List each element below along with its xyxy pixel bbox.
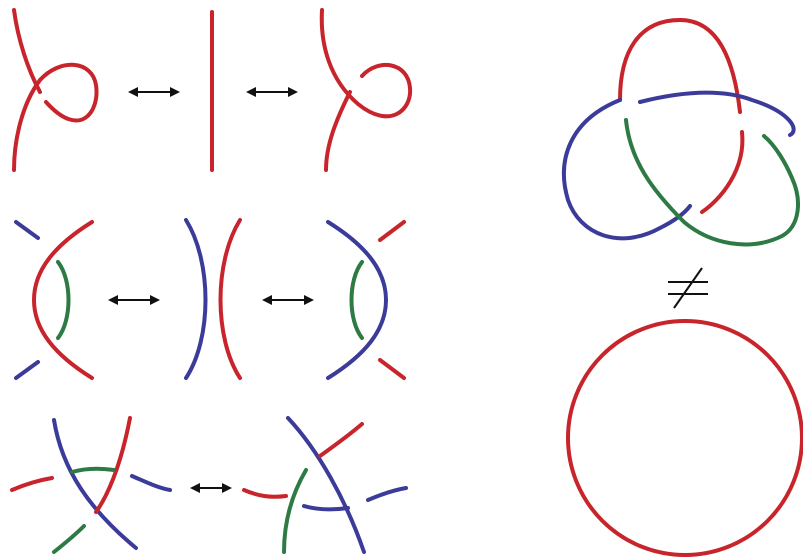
arrow-move-3 bbox=[190, 483, 232, 493]
strand-lower bbox=[324, 90, 352, 172]
strand-blue-right bbox=[366, 486, 408, 502]
trefoil-green-right-lobe bbox=[624, 118, 800, 247]
trefoil-blue-left-lobe bbox=[562, 98, 692, 241]
strand-loop bbox=[319, 8, 413, 119]
strand-loop bbox=[12, 62, 99, 172]
strand-red-upper bbox=[94, 416, 132, 514]
strand-red-upper bbox=[318, 422, 364, 458]
not-equal-sign bbox=[668, 267, 708, 309]
strand-green-lower bbox=[282, 468, 308, 554]
strand-green-arc bbox=[349, 260, 364, 340]
strand-blue-arc bbox=[326, 220, 388, 380]
trefoil-red-right-descent bbox=[700, 130, 745, 214]
strand-blue-top bbox=[14, 220, 40, 240]
reidemeister-3-left bbox=[10, 416, 172, 554]
strand-blue bbox=[184, 218, 208, 380]
strand-red-left bbox=[242, 488, 288, 499]
strand-upper bbox=[12, 8, 42, 94]
unknot-red-circle bbox=[566, 319, 803, 557]
trefoil-red-top-lobe bbox=[618, 18, 742, 114]
strand-green-middle bbox=[70, 466, 116, 474]
strand-red-bottom bbox=[378, 358, 406, 380]
strand-green-arc bbox=[56, 260, 71, 340]
arrow-move-2-left bbox=[108, 295, 160, 305]
strand-red-arc bbox=[32, 220, 94, 380]
trefoil-blue-top-arc bbox=[638, 90, 796, 137]
reidemeister-1-left-twist bbox=[12, 8, 99, 172]
strand-blue-bottom bbox=[14, 360, 40, 380]
strand-blue-middle bbox=[302, 504, 350, 512]
arrow-move-1-left bbox=[128, 87, 180, 97]
reidemeister-2-left-crossing bbox=[14, 220, 94, 380]
reidemeister-2-right-crossing bbox=[326, 220, 406, 380]
strand-red-left bbox=[10, 476, 54, 492]
reidemeister-2-separated-strands bbox=[184, 218, 242, 380]
strand-red bbox=[218, 218, 242, 380]
strand-blue-right bbox=[130, 474, 172, 492]
arrow-move-1-right bbox=[246, 87, 298, 97]
reidemeister-3-right bbox=[242, 416, 408, 554]
strand-blue bbox=[52, 418, 138, 550]
trefoil-knot bbox=[562, 18, 800, 247]
strand-blue bbox=[286, 416, 366, 554]
strand-red-top bbox=[378, 220, 406, 242]
reidemeister-1-right-twist bbox=[319, 8, 413, 172]
unknot-circle bbox=[566, 319, 803, 557]
arrow-move-2-right bbox=[262, 295, 314, 305]
strand-green-lower bbox=[52, 524, 86, 554]
